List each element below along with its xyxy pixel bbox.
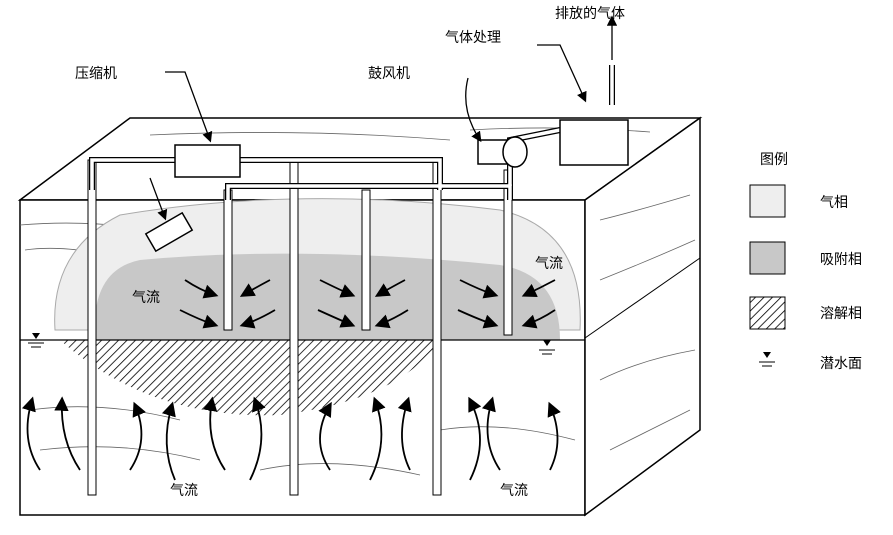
airflow-label: 气流: [170, 483, 198, 499]
leader-arrows: [149, 15, 618, 221]
blower: [477, 136, 528, 168]
blower-label: 鼓风机: [368, 66, 410, 82]
legend-swatch-vapor: [749, 184, 786, 218]
airflow-label: 气流: [500, 483, 528, 499]
legend: 图例 气相 吸附相 溶解相 潜水面: [749, 152, 862, 372]
legend-label: 气相: [820, 195, 848, 211]
legend-label: 吸附相: [820, 252, 862, 268]
horizontal-vent-pipe: [144, 211, 194, 253]
legend-label: 溶解相: [820, 306, 862, 322]
airflow-arrows: [22, 279, 561, 481]
water-table-symbol: [28, 333, 555, 355]
legend-label: 潜水面: [820, 356, 862, 372]
airflow-label: 气流: [535, 256, 563, 272]
legend-title: 图例: [760, 152, 788, 168]
legend-swatch-adsorbed: [749, 241, 786, 275]
exhaust-label: 排放的气体: [555, 6, 625, 22]
water-table-icon: [759, 352, 775, 367]
compressor: [174, 144, 241, 178]
dissolved-phase-plume: [60, 340, 440, 416]
wells: [87, 159, 513, 496]
adsorbed-phase-plume: [94, 253, 560, 340]
legend-swatch-dissolved: [749, 296, 786, 330]
compressor-label: 压缩机: [75, 66, 117, 82]
airflow-label: 气流: [132, 290, 160, 306]
gas-treatment-unit: [559, 119, 629, 166]
treatment-label: 气体处理: [445, 30, 501, 46]
